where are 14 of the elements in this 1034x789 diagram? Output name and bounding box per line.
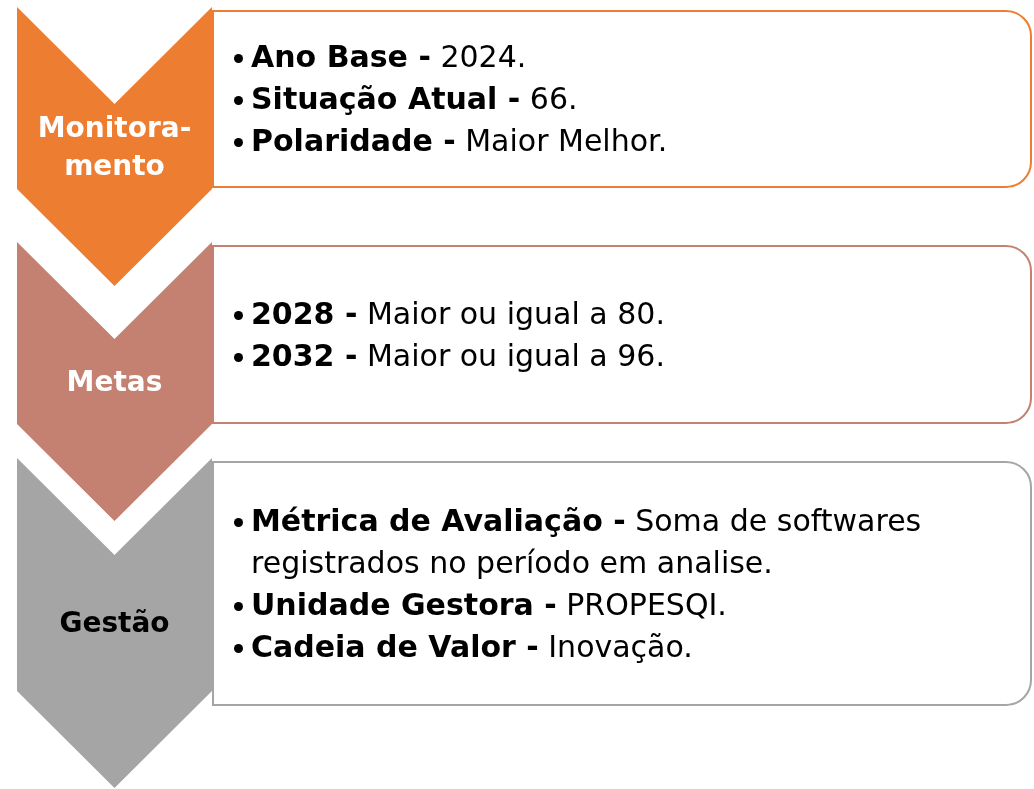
bullet-text: Situação Atual - 66. [251, 80, 578, 118]
chevron-label: Monitora-mento [36, 109, 193, 184]
text-panel [212, 10, 1032, 188]
text-panel [212, 245, 1032, 424]
bullet-text: Cadeia de Valor - Inovação. [251, 627, 693, 666]
text-panel [212, 461, 1032, 706]
bullet-text: Ano Base - 2024. [251, 38, 527, 76]
bullet-text: 2032 - Maior ou igual a 96. [251, 336, 665, 375]
bullet-text: 2028 - Maior ou igual a 80. [251, 294, 665, 333]
bullet-text: Polaridade - Maior Melhor. [251, 122, 668, 160]
bullet-text: Métrica de Avaliação - Soma de softwares registrados no período em analise. [251, 501, 923, 582]
chevron-label: Gestão [59, 605, 170, 641]
chevron-label: Metas [66, 363, 163, 400]
bullet-text: Unidade Gestora - PROPESQI. [251, 585, 727, 624]
